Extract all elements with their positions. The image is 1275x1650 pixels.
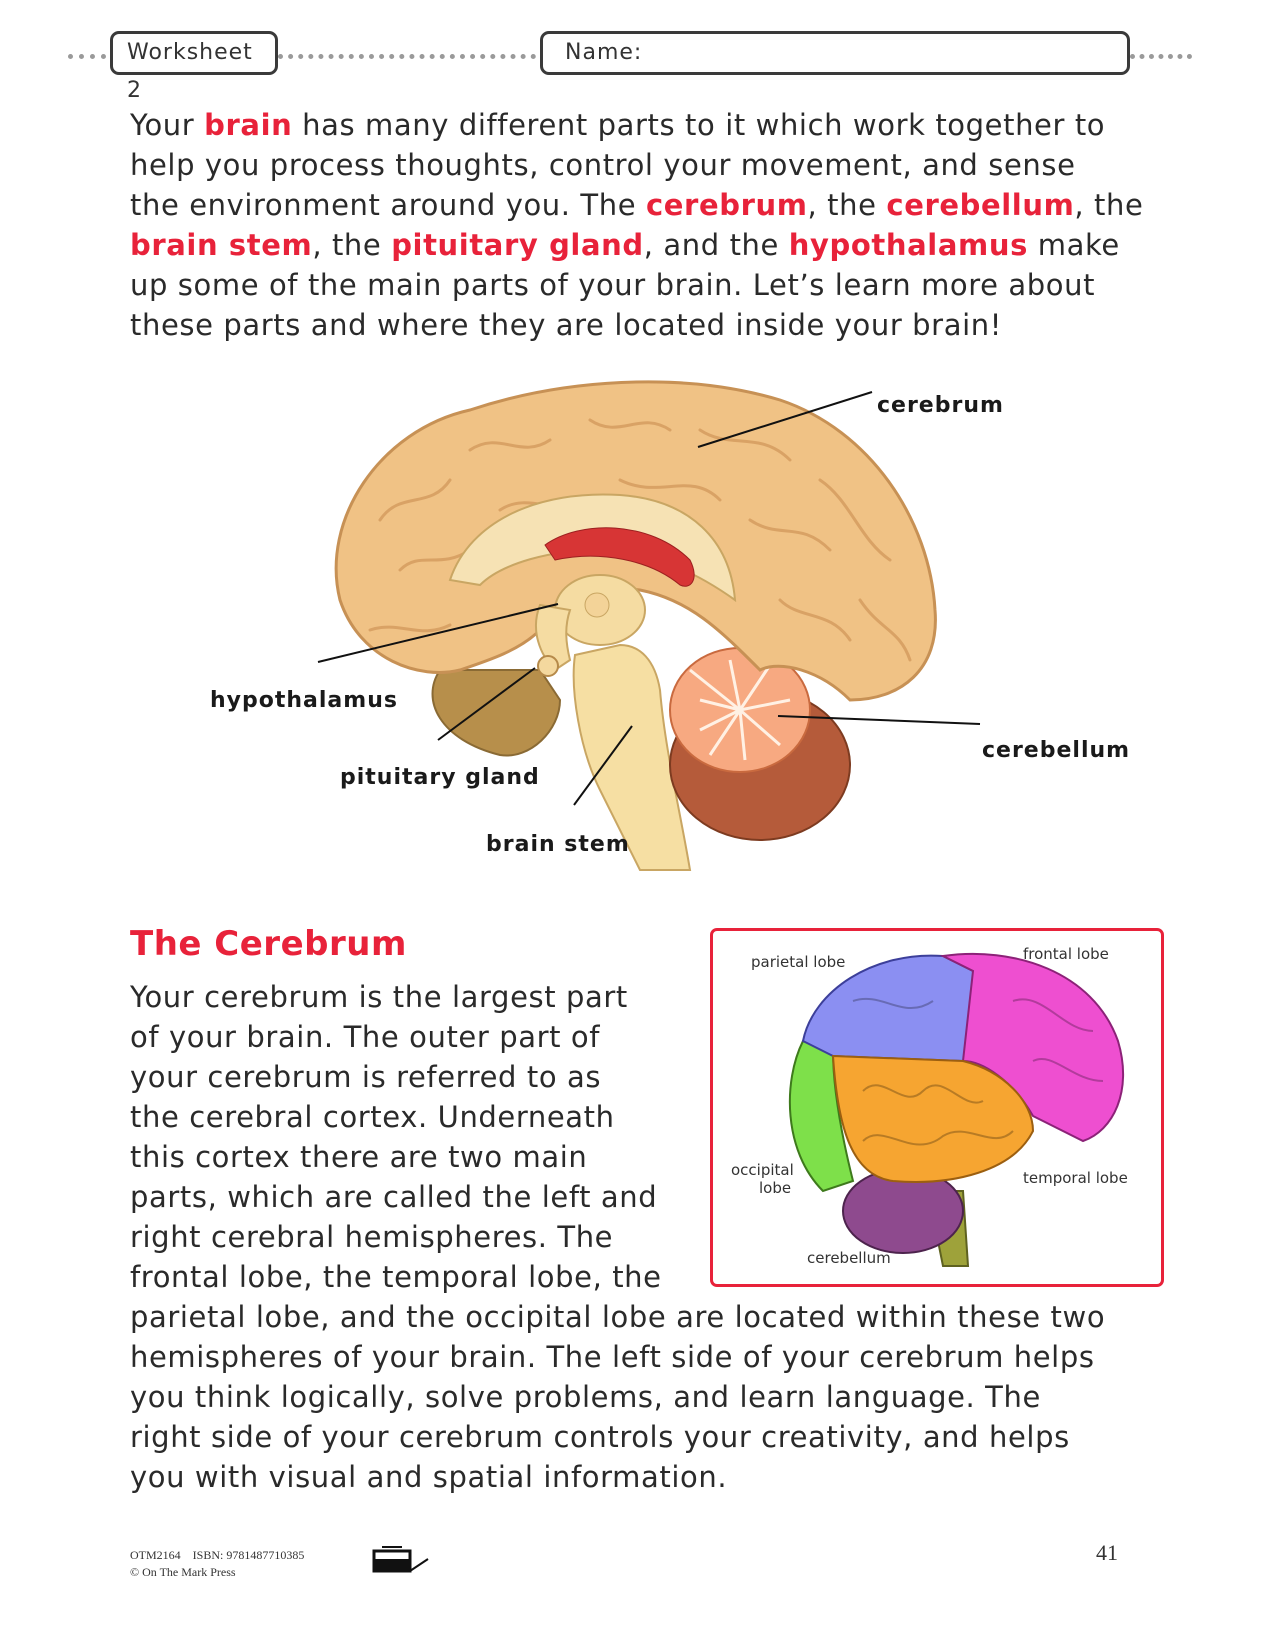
cerebrum-text-line: right cerebral hemispheres. The	[130, 1220, 614, 1254]
lobe-gyri	[852, 997, 1104, 1146]
cerebrum-paragraph: Your cerebrum is the largest part of your…	[130, 977, 1105, 1497]
label-brain-stem: brain stem	[486, 832, 630, 857]
label-cerebellum-lobe: cerebellum	[807, 1249, 891, 1267]
intro-paragraph: Your brain has many different parts to i…	[130, 108, 1144, 342]
cerebrum-text-line: you think logically, solve problems, and…	[130, 1380, 1041, 1414]
pituitary-gland-shape	[537, 655, 559, 677]
brain-lobes-diagram	[788, 952, 1125, 1267]
cerebrum-text-line: you with visual and spatial information.	[130, 1460, 728, 1494]
name-label: Name:	[565, 40, 643, 65]
section-title-cerebrum: The Cerebrum	[130, 924, 407, 964]
cerebrum-gyri	[368, 418, 912, 662]
footer-code: OTM2164 ISBN: 9781487710385	[130, 1548, 305, 1562]
cerebrum-text-line: right side of your cerebrum controls you…	[130, 1420, 1070, 1454]
header-dotted-rule-right	[1130, 54, 1192, 59]
header-dotted-rule-left	[68, 54, 106, 59]
label-pituitary-gland: pituitary gland	[340, 765, 540, 790]
cerebrum-leader-line	[697, 391, 873, 448]
label-temporal-lobe: temporal lobe	[1023, 1169, 1128, 1187]
highlighted-term: hypothalamus	[788, 228, 1028, 262]
hypothalamus-leader-line	[317, 603, 559, 663]
page-number: 41	[1096, 1540, 1118, 1565]
pituitary-leader-line	[437, 667, 536, 741]
name-field[interactable]: Name:	[540, 31, 1130, 75]
cerebrum-text-line: hemispheres of your brain. The left side…	[130, 1340, 1095, 1374]
cerebrum-text-line: the cerebral cortex. Underneath	[130, 1100, 615, 1134]
highlighted-term: brain	[204, 108, 293, 142]
cerebrum-text-line: Your cerebrum is the largest part	[130, 980, 628, 1014]
header-dotted-rule-middle	[278, 54, 536, 59]
cerebrum-text-line: parts, which are called the left and	[130, 1180, 658, 1214]
highlighted-term: cerebellum	[886, 188, 1075, 222]
highlighted-term: cerebrum	[645, 188, 808, 222]
thalamus-nucleus	[584, 592, 610, 618]
cerebrum-text-line: of your brain. The outer part of	[130, 1020, 601, 1054]
worksheet-label: Worksheet 2	[127, 40, 253, 103]
label-parietal-lobe: parietal lobe	[751, 953, 846, 971]
label-frontal-lobe: frontal lobe	[1023, 945, 1109, 963]
label-hypothalamus: hypothalamus	[210, 688, 398, 713]
worksheet-label-box: Worksheet 2	[110, 31, 278, 103]
brain-sagittal-diagram	[317, 380, 981, 871]
highlighted-term: pituitary gland	[391, 228, 644, 262]
lateral-ventricle-shape	[544, 527, 695, 587]
hypothalamus-shape	[535, 603, 572, 672]
highlighted-term: brain stem	[130, 228, 313, 262]
cerebellum-folia	[689, 659, 791, 761]
label-cerebellum: cerebellum	[982, 738, 1131, 763]
label-occipital-lobe-line2: lobe	[759, 1179, 792, 1197]
publisher-logo-icon	[372, 1546, 429, 1573]
cerebellum-leader-line	[777, 715, 981, 725]
cerebrum-text-line: your cerebrum is referred to as	[130, 1060, 602, 1094]
label-cerebrum: cerebrum	[877, 393, 1004, 418]
cerebrum-text-line: this cortex there are two main	[130, 1140, 588, 1174]
footer-publisher: © On The Mark Press	[130, 1565, 236, 1579]
brain-stem-shape	[572, 643, 692, 871]
temporal-lobe-shape	[431, 669, 562, 757]
label-occipital-lobe-line1: occipital	[731, 1161, 794, 1179]
cerebrum-text-line: parietal lobe, and the occipital lobe ar…	[130, 1300, 1106, 1334]
temporal-lobe-lobe-shape	[831, 1054, 1035, 1183]
brain-stem-leader-line	[573, 725, 633, 806]
parietal-lobe-shape	[801, 954, 976, 1063]
cerebrum-text-line: frontal lobe, the temporal lobe, the	[130, 1260, 662, 1294]
lobe-diagram-frame: parietal lobe frontal lobe occipital lob…	[710, 928, 1164, 1287]
